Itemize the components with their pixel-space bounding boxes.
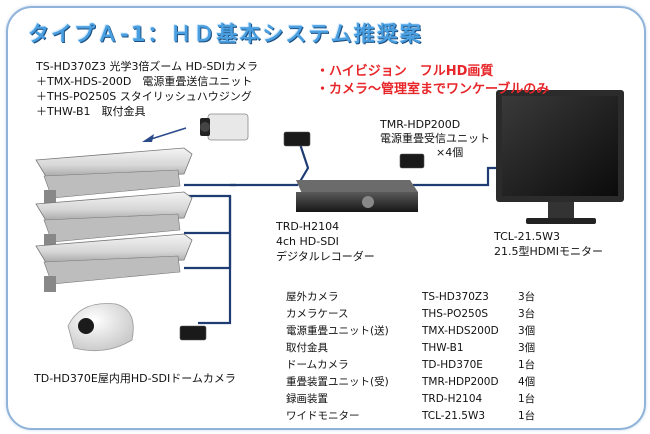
outdoor-camera-housing-icon — [35, 233, 193, 292]
monitor-model: TCL-21.5W3 — [494, 230, 561, 243]
camera-kit-line: ＋THS-PO250S スタイリッシュハウジング — [36, 90, 252, 103]
system-card: タイプＡ-1：ＨＤ基本システム推奨案 — [6, 6, 646, 430]
dvr-recorder-icon — [296, 180, 418, 212]
outdoor-camera-housing-icon — [35, 147, 193, 208]
recorder-channels: 4ch HD-SDI — [276, 235, 339, 248]
feature-one-cable: ・カメラ～管理室までワンケーブルのみ — [316, 82, 550, 97]
monitor-icon — [496, 90, 624, 224]
camera-kit-line: ＋TMX-HDS-200D 電源重畳送信ユニット — [36, 75, 253, 88]
zoom-camera-icon — [200, 113, 249, 141]
transmitter-unit-icon — [283, 131, 311, 147]
system-diagram — [35, 90, 624, 352]
transmitter-unit-icon — [179, 325, 207, 341]
receiver-desc: 電源重畳受信ユニット — [380, 132, 490, 145]
receiver-qty: ×4個 — [436, 146, 464, 159]
dome-camera-label: TD-HD370E屋内用HD-SDIドームカメラ — [34, 372, 236, 385]
camera-kit-line: TS-HD370Z3 光学3倍ズーム HD-SDIカメラ — [36, 60, 259, 73]
dome-camera-icon — [67, 303, 134, 352]
camera-kit-line: ＋THW-B1 取付金具 — [36, 105, 146, 118]
recorder-model: TRD-H2104 — [276, 220, 340, 233]
receiver-model: TMR-HDP200D — [380, 118, 461, 131]
receiver-unit-icon — [399, 153, 425, 169]
monitor-desc: 21.5型HDMIモニター — [494, 245, 603, 258]
page-title: タイプＡ-1：ＨＤ基本システム推奨案 — [28, 22, 423, 46]
recorder-desc: デジタルレコーダー — [276, 250, 375, 263]
feature-hd: ・ハイビジョン フルHD画質 — [316, 64, 494, 79]
